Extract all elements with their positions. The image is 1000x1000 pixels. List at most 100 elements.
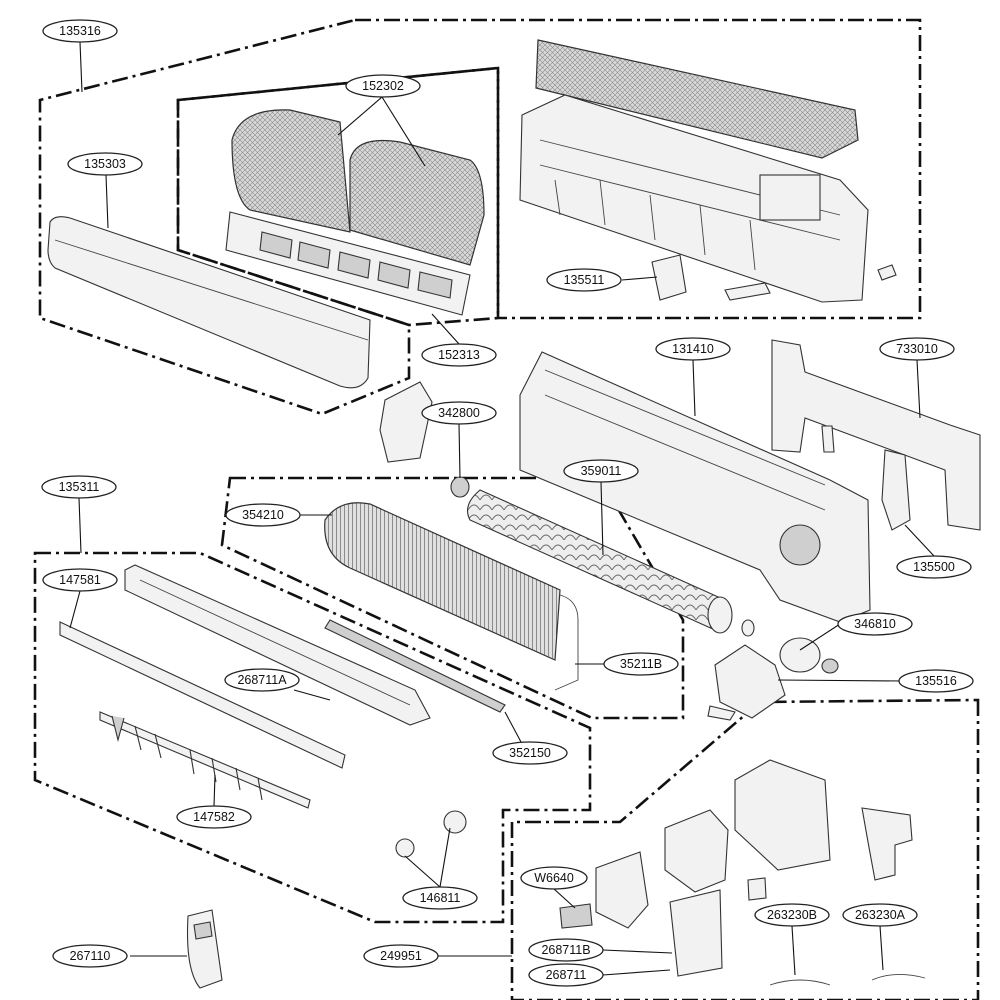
part-label-135511: 135511 (546, 268, 622, 292)
leader-line (404, 827, 451, 888)
part-label-359011: 359011 (563, 459, 639, 483)
leader-line (79, 41, 83, 93)
part-label-text: 346810 (854, 617, 896, 631)
part-label-text: 135516 (915, 674, 957, 688)
leader-line (69, 590, 81, 629)
part-label-W6640: W6640 (520, 866, 588, 890)
part-label-354210: 354210 (225, 503, 301, 527)
leader-line (799, 623, 841, 651)
part-label-146811: 146811 (402, 886, 478, 910)
part-label-text: 147581 (59, 573, 101, 587)
sensor-wires-part (769, 974, 926, 986)
bracket-part (881, 449, 911, 531)
part-label-text: 135500 (913, 560, 955, 574)
front-panel-part (47, 216, 371, 389)
leader-line (553, 888, 576, 909)
bearing-part (450, 476, 470, 498)
leader-line (777, 679, 905, 682)
part-label-text: 263230B (767, 908, 817, 922)
part-label-135316: 135316 (42, 19, 118, 43)
horizontal-louver-part (59, 621, 346, 769)
filter-frame-part (225, 211, 471, 316)
control-box-part (595, 759, 913, 977)
part-label-249951: 249951 (363, 944, 439, 968)
part-label-263230A: 263230A (842, 903, 918, 927)
leader-line (105, 174, 109, 229)
part-label-268711: 268711 (528, 963, 604, 987)
part-label-text: 249951 (380, 949, 422, 963)
leader-line (337, 96, 426, 167)
part-label-342800: 342800 (421, 401, 497, 425)
leader-line (791, 925, 796, 976)
part-label-346810: 346810 (837, 612, 913, 636)
evaporator-part (324, 502, 579, 691)
part-label-text: 152302 (362, 79, 404, 93)
pipe-part (324, 619, 506, 713)
cross-flow-fan-part (467, 489, 733, 634)
part-label-147582: 147582 (176, 805, 252, 829)
part-label-135500: 135500 (896, 555, 972, 579)
leader-line (692, 359, 696, 417)
leader-line (879, 925, 884, 971)
side-bracket-part (379, 381, 433, 463)
front-grille-part (535, 39, 859, 159)
part-label-text: 135311 (59, 480, 100, 494)
part-label-text: 35211B (620, 657, 662, 671)
leader-line (78, 497, 82, 554)
leader-line (458, 423, 461, 479)
leader-line (916, 359, 921, 419)
step-motor-part (395, 810, 467, 858)
part-label-text: 352150 (509, 746, 551, 760)
part-label-text: 354210 (242, 508, 284, 522)
part-label-text: 135316 (59, 24, 101, 38)
leader-line (602, 949, 673, 954)
part-label-268711B: 268711B (528, 938, 604, 962)
part-label-263230B: 263230B (754, 903, 830, 927)
filter-group-outline (176, 66, 500, 327)
installation-plate-part (771, 339, 981, 531)
leader-line (213, 774, 216, 807)
part-label-text: W6640 (534, 871, 574, 885)
part-label-267110: 267110 (52, 944, 128, 968)
part-label-text: 152313 (438, 348, 480, 362)
part-label-text: 131410 (672, 342, 714, 356)
motor-cover-part (707, 644, 786, 721)
part-label-text: 359011 (581, 464, 622, 478)
chassis-part (519, 94, 897, 303)
vertical-vanes-part (99, 711, 311, 809)
part-label-text: 135511 (564, 273, 605, 287)
leader-line (431, 313, 460, 345)
leader-line (504, 711, 522, 743)
drain-pan-part (124, 564, 431, 726)
air-filters-part (231, 109, 485, 266)
part-label-135303: 135303 (67, 152, 143, 176)
part-label-35211B: 35211B (603, 652, 679, 676)
part-label-text: 268711A (237, 673, 287, 687)
vane-group-outline (33, 551, 592, 924)
control-box-group-outline (510, 698, 980, 1000)
part-label-text: 342800 (438, 406, 480, 420)
leader-line (600, 481, 604, 556)
terminal-block-part (559, 903, 593, 929)
part-label-text: 268711 (546, 968, 587, 982)
part-label-131410: 131410 (655, 337, 731, 361)
part-label-text: 146811 (420, 891, 461, 905)
part-label-152302: 152302 (345, 74, 421, 98)
part-label-135311: 135311 (41, 475, 117, 499)
part-label-152313: 152313 (421, 343, 497, 367)
part-label-text: 147582 (193, 810, 235, 824)
back-frame-part (519, 351, 871, 623)
remote-controller-part (187, 909, 223, 989)
leader-line (621, 276, 658, 281)
part-label-733010: 733010 (879, 337, 955, 361)
part-label-268711A: 268711A (224, 668, 300, 692)
part-label-135516: 135516 (898, 669, 974, 693)
leader-line (293, 689, 331, 701)
part-label-text: 135303 (84, 157, 126, 171)
part-label-text: 268711B (541, 943, 590, 957)
leader-line (904, 524, 935, 557)
leader-line (602, 969, 671, 976)
part-label-352150: 352150 (492, 741, 568, 765)
part-label-147581: 147581 (42, 568, 118, 592)
